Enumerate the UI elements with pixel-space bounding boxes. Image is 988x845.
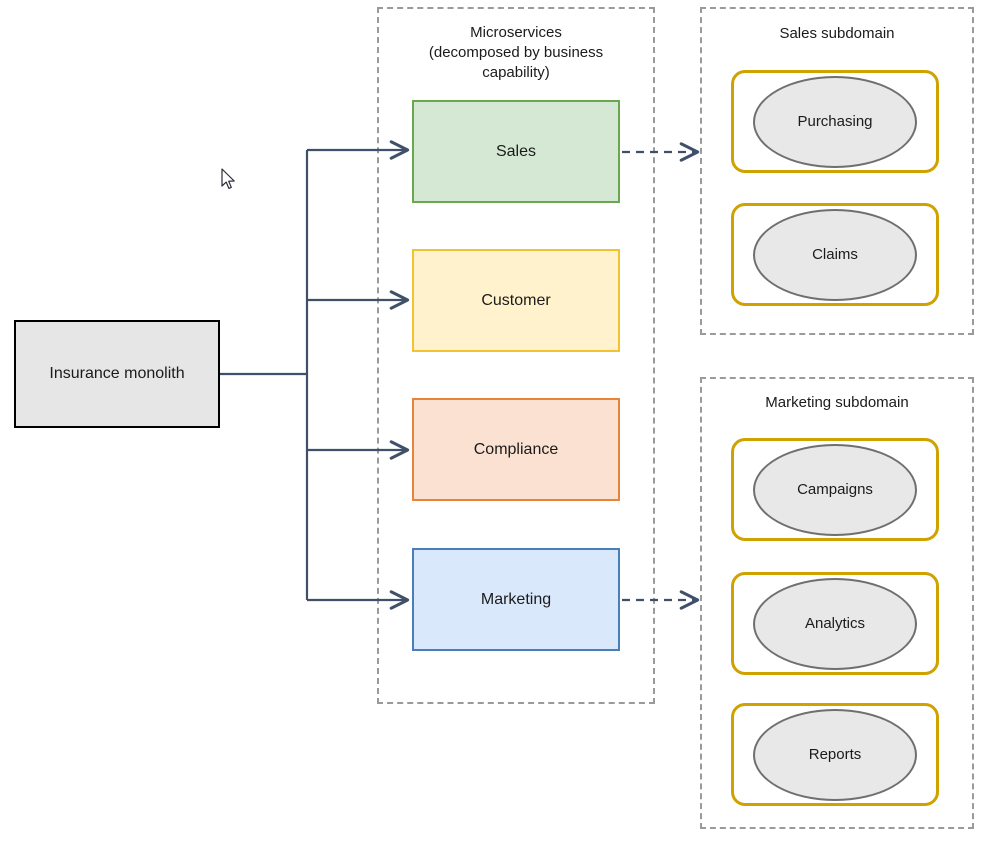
capability-label-analytics: Analytics [804, 615, 866, 632]
capability-card-analytics[interactable]: Analytics [731, 572, 939, 675]
group-marketing-subdomain-title: Marketing subdomain [765, 394, 909, 411]
service-label-marketing: Marketing [480, 590, 552, 608]
group-microservices-title-line2: (decomposed by business [428, 44, 604, 62]
service-box-marketing[interactable]: Marketing [412, 548, 620, 651]
capability-ellipse-campaigns: Campaigns [753, 443, 917, 536]
group-microservices-title: Microservices (decomposed by business ca… [377, 23, 655, 83]
capability-card-purchasing[interactable]: Purchasing [731, 70, 939, 173]
capability-label-claims: Claims [812, 246, 858, 263]
service-label-customer: Customer [481, 291, 551, 309]
capability-ellipse-claims: Claims [753, 208, 917, 301]
capability-card-reports[interactable]: Reports [731, 703, 939, 806]
service-box-customer[interactable]: Customer [412, 249, 620, 352]
capability-card-campaigns[interactable]: Campaigns [731, 438, 939, 541]
group-microservices [377, 7, 655, 704]
insurance-monolith-box[interactable]: Insurance monolith [14, 320, 220, 428]
capability-label-reports: Reports [808, 746, 862, 763]
capability-label-purchasing: Purchasing [797, 113, 873, 130]
group-sales-subdomain-title: Sales subdomain [779, 25, 895, 42]
mouse-pointer-icon [221, 168, 235, 189]
capability-ellipse-reports: Reports [753, 708, 917, 801]
group-microservices-title-line3: capability) [482, 64, 550, 82]
insurance-monolith-label: Insurance monolith [49, 365, 185, 382]
group-microservices-title-line1: Microservices [470, 24, 562, 41]
service-box-compliance[interactable]: Compliance [412, 398, 620, 501]
service-label-sales: Sales [495, 142, 537, 160]
capability-ellipse-analytics: Analytics [753, 577, 917, 670]
capability-label-campaigns: Campaigns [797, 481, 873, 498]
group-marketing-subdomain [700, 377, 974, 829]
capability-ellipse-purchasing: Purchasing [753, 75, 917, 168]
service-box-sales[interactable]: Sales [412, 100, 620, 203]
service-label-compliance: Compliance [473, 440, 559, 458]
capability-card-claims[interactable]: Claims [731, 203, 939, 306]
group-sales-subdomain [700, 7, 974, 335]
